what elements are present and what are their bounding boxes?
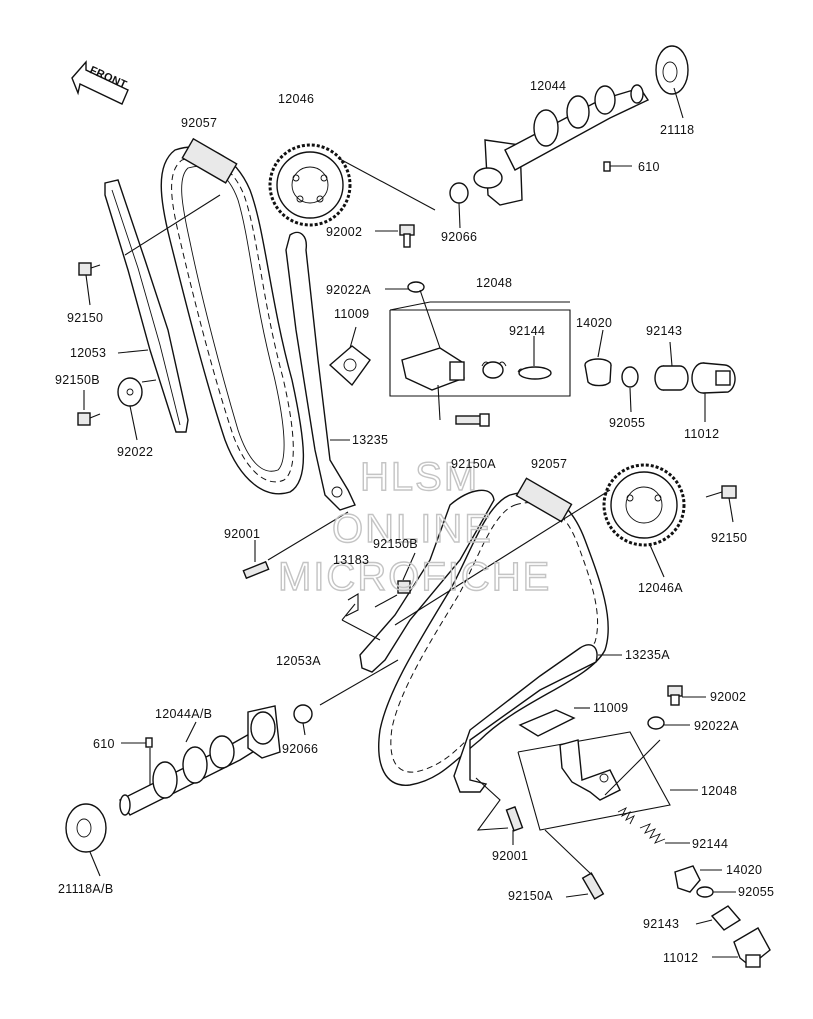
label-92150-lower: 92150 [711,531,747,545]
label-12046: 12046 [278,92,314,106]
collar-92143-upper [654,341,689,391]
collar-92143-lower [695,905,742,931]
label-92144-lower: 92144 [692,837,728,851]
label-11009-lower: 11009 [593,701,628,715]
sprocket-12046a [602,463,686,578]
bolt-92150-lower [705,485,737,523]
chain-tensioner-guide-13235 [285,231,356,511]
bolt-92150b-left [77,390,101,426]
watermark-line1: HLSM [360,455,479,499]
watermark-line3: MICROFICHE [278,555,551,599]
label-92150a-upper: 92150A [451,457,496,471]
chain-tensioner-guide-13235a [453,644,622,793]
label-14020-lower: 14020 [726,863,762,877]
label-92002-lower: 92002 [710,690,746,704]
label-92055-upper: 92055 [609,416,645,430]
bracket-13183 [341,593,381,641]
tensioner-assembly-12048-lower [517,731,698,831]
label-92022: 92022 [117,445,153,459]
cap-21118 [655,45,689,119]
bolt-92001-lower [475,777,524,845]
cap-bolt-11012-upper [691,362,736,422]
front-arrow-icon: FRONT [71,60,129,105]
label-92057-lower: 92057 [531,457,567,471]
bolt-92150-left [78,262,101,306]
label-92143-upper: 92143 [646,324,682,338]
cap-14020-upper [584,329,612,387]
label-13235a: 13235A [625,648,670,662]
watermark: HLSM ONLINE MICROFICHE [277,454,551,599]
label-92150b-upper: 92150B [55,373,100,387]
camshaft-12044ab [118,705,281,816]
part-labels: 92057 12046 12044 21118 610 92066 92002 … [55,79,774,965]
label-21118ab: 21118A/B [58,882,113,896]
label-92055-lower: 92055 [738,885,774,899]
label-12044ab: 12044A/B [155,707,212,721]
bushing-92066-lower [293,704,313,736]
label-13183: 13183 [333,553,369,567]
label-92066-upper: 92066 [441,230,477,244]
pin-610-lower [121,737,153,785]
oring-92055-upper [621,366,639,413]
bushing-92066-upper [449,182,469,229]
watermark-line2: ONLINE [332,507,493,551]
label-610-upper: 610 [638,160,660,174]
washer-92022 [117,377,157,441]
bolt-92150b-lower [374,552,416,608]
label-92150a-lower: 92150A [508,889,553,903]
label-92143-lower: 92143 [643,917,679,931]
label-92150-upper: 92150 [67,311,103,325]
washer-92022a-upper [385,281,425,293]
label-11009-upper: 11009 [334,307,369,321]
bolt-92001-upper [242,511,349,580]
cap-21118ab [65,803,107,877]
label-12053a: 12053A [276,654,321,668]
label-12046a: 12046A [638,581,683,595]
label-92001-upper: 92001 [224,527,260,541]
label-21118: 21118 [660,123,694,137]
gasket-11009-lower [518,707,590,737]
label-92144-upper: 92144 [509,324,545,338]
bolt-92150a-lower [544,829,605,900]
bolt-92150a-upper [455,413,490,427]
label-92057-upper: 92057 [181,116,217,130]
label-11012-lower: 11012 [663,951,698,965]
label-610-lower: 610 [93,737,115,751]
chain-guide-12053 [104,179,189,433]
cam-chain-lower [378,477,609,786]
label-92022a-lower: 92022A [694,719,739,733]
springs-92144-lower [617,806,690,844]
label-13235: 13235 [352,433,388,447]
bolt-92002-upper [375,224,415,248]
cap-14020-lower [674,865,722,893]
tensioner-assembly-12048-upper [389,289,571,421]
label-92022a-upper: 92022A [326,283,371,297]
label-92066-lower: 92066 [282,742,318,756]
cam-chain-upper [160,137,305,495]
sprocket-12046 [268,143,352,227]
label-12053: 12053 [70,346,106,360]
label-12048-upper: 12048 [476,276,512,290]
label-92001-lower: 92001 [492,849,528,863]
bolt-92002-lower [667,685,706,706]
label-14020-upper: 14020 [576,316,612,330]
gasket-11009-upper [328,326,371,387]
cap-bolt-11012-lower [712,927,771,968]
label-12048-lower: 12048 [701,784,737,798]
camshaft-12044 [473,84,650,206]
pin-610-upper [603,161,632,172]
label-92002-upper: 92002 [326,225,362,239]
label-92150b-lower: 92150B [373,537,418,551]
label-12044: 12044 [530,79,566,93]
label-11012-upper: 11012 [684,427,719,441]
chain-guide-12053a [359,489,495,673]
oring-92055-lower [696,886,736,898]
washer-92022a-lower [647,716,690,730]
springs-92144-upper [481,336,552,380]
